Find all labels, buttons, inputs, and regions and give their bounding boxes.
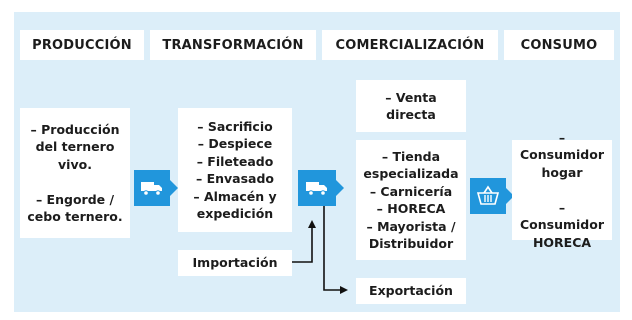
- truck-icon: [139, 178, 165, 198]
- stage-transformacion: TRANSFORMACIÓN: [150, 30, 316, 60]
- consumption-box: – Consumidor hogar – Consumidor HORECA: [512, 130, 612, 250]
- export-text: Exportación: [369, 283, 453, 299]
- import-arrow: [292, 220, 316, 263]
- transformation-text: – Sacrificio – Despiece – Fileteado – En…: [193, 118, 277, 222]
- shopping-basket-icon: [476, 185, 500, 207]
- import-text: Importación: [192, 255, 278, 271]
- flow-arrowhead-2: [336, 180, 344, 196]
- direct-sale-box: – Venta directa: [356, 80, 466, 132]
- specialized-store-text: – Tienda especializada – Carnicería – HO…: [363, 148, 459, 252]
- stage-produccion: PRODUCCIÓN: [20, 30, 144, 60]
- export-arrow: [323, 206, 348, 294]
- specialized-store-box: – Tienda especializada – Carnicería – HO…: [356, 140, 466, 260]
- basket-tile: [470, 178, 506, 214]
- stage-comercializacion: COMERCIALIZACIÓN: [322, 30, 498, 60]
- stage-consumo: CONSUMO: [504, 30, 614, 60]
- direct-sale-text: – Venta directa: [385, 89, 437, 123]
- truck-1: [134, 170, 170, 206]
- transformation-box: – Sacrificio – Despiece – Fileteado – En…: [178, 108, 292, 232]
- production-text: – Producción del ternero vivo. – Engorde…: [27, 121, 123, 225]
- export-box: Exportación: [356, 278, 466, 304]
- flow-arrowhead-3: [506, 188, 514, 204]
- truck-icon: [304, 178, 330, 198]
- import-box: Importación: [178, 250, 292, 276]
- flow-arrowhead-1: [170, 180, 178, 196]
- consumption-text: – Consumidor hogar – Consumidor HORECA: [519, 129, 604, 250]
- truck-2: [298, 170, 336, 206]
- production-box: – Producción del ternero vivo. – Engorde…: [20, 108, 130, 238]
